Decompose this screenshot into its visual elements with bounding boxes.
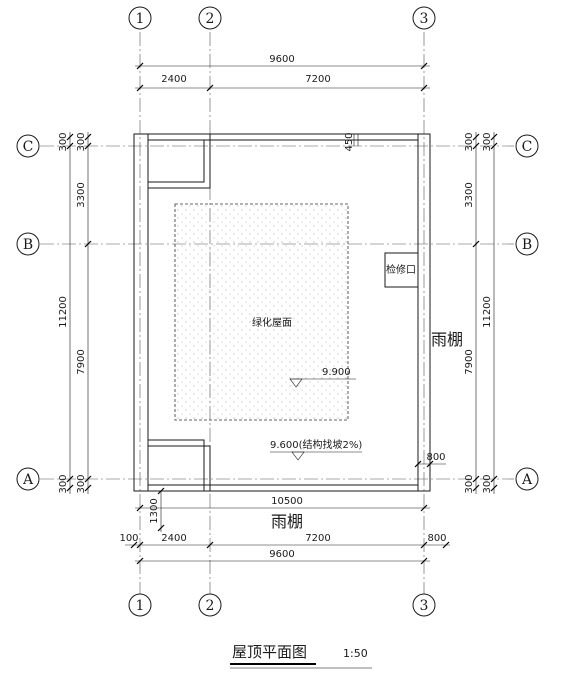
- dim-right-b-a: 7900: [464, 349, 475, 374]
- svg-text:B: B: [23, 237, 33, 253]
- svg-text:C: C: [522, 139, 533, 155]
- dim-left-edge-bottom: 300: [58, 474, 69, 493]
- building-outline: 450: [133, 132, 431, 492]
- dim-right-wall-top: 300: [464, 132, 475, 151]
- elevation-marker-bottom: 9.600(结构找坡2%): [270, 438, 362, 461]
- axis-bubble-3-top: 3: [412, 6, 436, 30]
- axis-bubble-1-bottom: 1: [128, 593, 152, 617]
- dim-left-c-b: 3300: [76, 182, 87, 207]
- dim-450: 450: [344, 132, 355, 151]
- axis-bubble-a-left: A: [16, 467, 40, 491]
- elevation-top-label: 9.900: [322, 367, 351, 378]
- svg-text:2: 2: [206, 598, 215, 614]
- svg-text:1: 1: [136, 598, 145, 614]
- svg-text:B: B: [522, 237, 532, 253]
- svg-text:1: 1: [136, 11, 145, 27]
- access-hatch: 检修口: [384, 252, 419, 288]
- green-roof-label: 绿化屋面: [252, 316, 292, 329]
- dim-left-wall-bottom: 300: [76, 474, 87, 493]
- dim-top-seg-2-3: 7200: [305, 74, 330, 85]
- svg-text:2: 2: [206, 11, 215, 27]
- dim-right-c-b: 3300: [464, 182, 475, 207]
- top-dimensions: 9600 2400 7200: [135, 54, 430, 92]
- axis-bubbles: 1 2 3 1 2 3 C B: [16, 6, 539, 617]
- dim-left-overall: 11200: [58, 296, 69, 328]
- elevation-marker-top: 9.900: [289, 367, 356, 388]
- dim-bottom-seg-2-3: 7200: [305, 533, 330, 544]
- dim-right-overall: 11200: [482, 296, 493, 328]
- axis-bubble-3-bottom: 3: [412, 593, 436, 617]
- axis-bubble-b-right: B: [515, 232, 539, 256]
- dim-right-wall-bottom: 300: [464, 474, 475, 493]
- dim-bottom-canopy-overall: 10500: [271, 496, 303, 507]
- axis-bubble-c-left: C: [16, 134, 40, 158]
- svg-text:C: C: [23, 139, 34, 155]
- green-roof-area: 绿化屋面: [174, 203, 349, 421]
- bottom-dimensions: 100 2400 7200 800 9600: [119, 533, 450, 565]
- svg-text:3: 3: [420, 598, 429, 614]
- dim-bottom-overall: 9600: [269, 549, 294, 560]
- dim-top-overall: 9600: [269, 54, 294, 65]
- access-hatch-label: 检修口: [386, 263, 416, 276]
- drawing-title: 屋顶平面图: [232, 643, 307, 661]
- dim-bottom-seg-left: 100: [119, 533, 138, 544]
- dim-canopy-depth: 1300: [149, 498, 160, 523]
- axis-bubble-a-right: A: [515, 467, 539, 491]
- svg-text:A: A: [22, 472, 34, 488]
- dim-left-wall-top: 300: [76, 132, 87, 151]
- dim-canopy-right: 800: [426, 452, 445, 463]
- dim-left-edge-top: 300: [58, 132, 69, 151]
- svg-text:A: A: [521, 472, 533, 488]
- axis-bubble-2-bottom: 2: [198, 593, 222, 617]
- bottom-canopy: 10500 1300 雨棚: [135, 487, 430, 532]
- dim-right-edge-bottom: 300: [482, 474, 493, 493]
- svg-text:3: 3: [420, 11, 429, 27]
- dim-top-seg-1-2: 2400: [161, 74, 186, 85]
- axis-bubble-c-right: C: [515, 134, 539, 158]
- drawing-scale: 1:50: [343, 647, 368, 660]
- dim-bottom-seg-1-2: 2400: [161, 533, 186, 544]
- right-dimensions: 300 300 3300 11200 7900 300 300: [464, 132, 498, 494]
- canopy-right-label: 雨棚: [431, 330, 463, 349]
- dim-left-b-a: 7900: [76, 349, 87, 374]
- canopy-bottom-label: 雨棚: [271, 512, 303, 531]
- axis-bubble-2-top: 2: [198, 6, 222, 30]
- elevation-bottom-label: 9.600(结构找坡2%): [270, 438, 362, 451]
- axis-bubble-b-left: B: [16, 232, 40, 256]
- dim-right-edge-top: 300: [482, 132, 493, 151]
- dim-bottom-seg-right: 800: [427, 533, 446, 544]
- drawing-title-block: 屋顶平面图 1:50: [230, 643, 372, 669]
- axis-bubble-1-top: 1: [128, 6, 152, 30]
- canopy-right-dimension: 800: [414, 452, 446, 468]
- left-dimensions: 300 300 3300 11200 7900 300 300: [58, 132, 92, 494]
